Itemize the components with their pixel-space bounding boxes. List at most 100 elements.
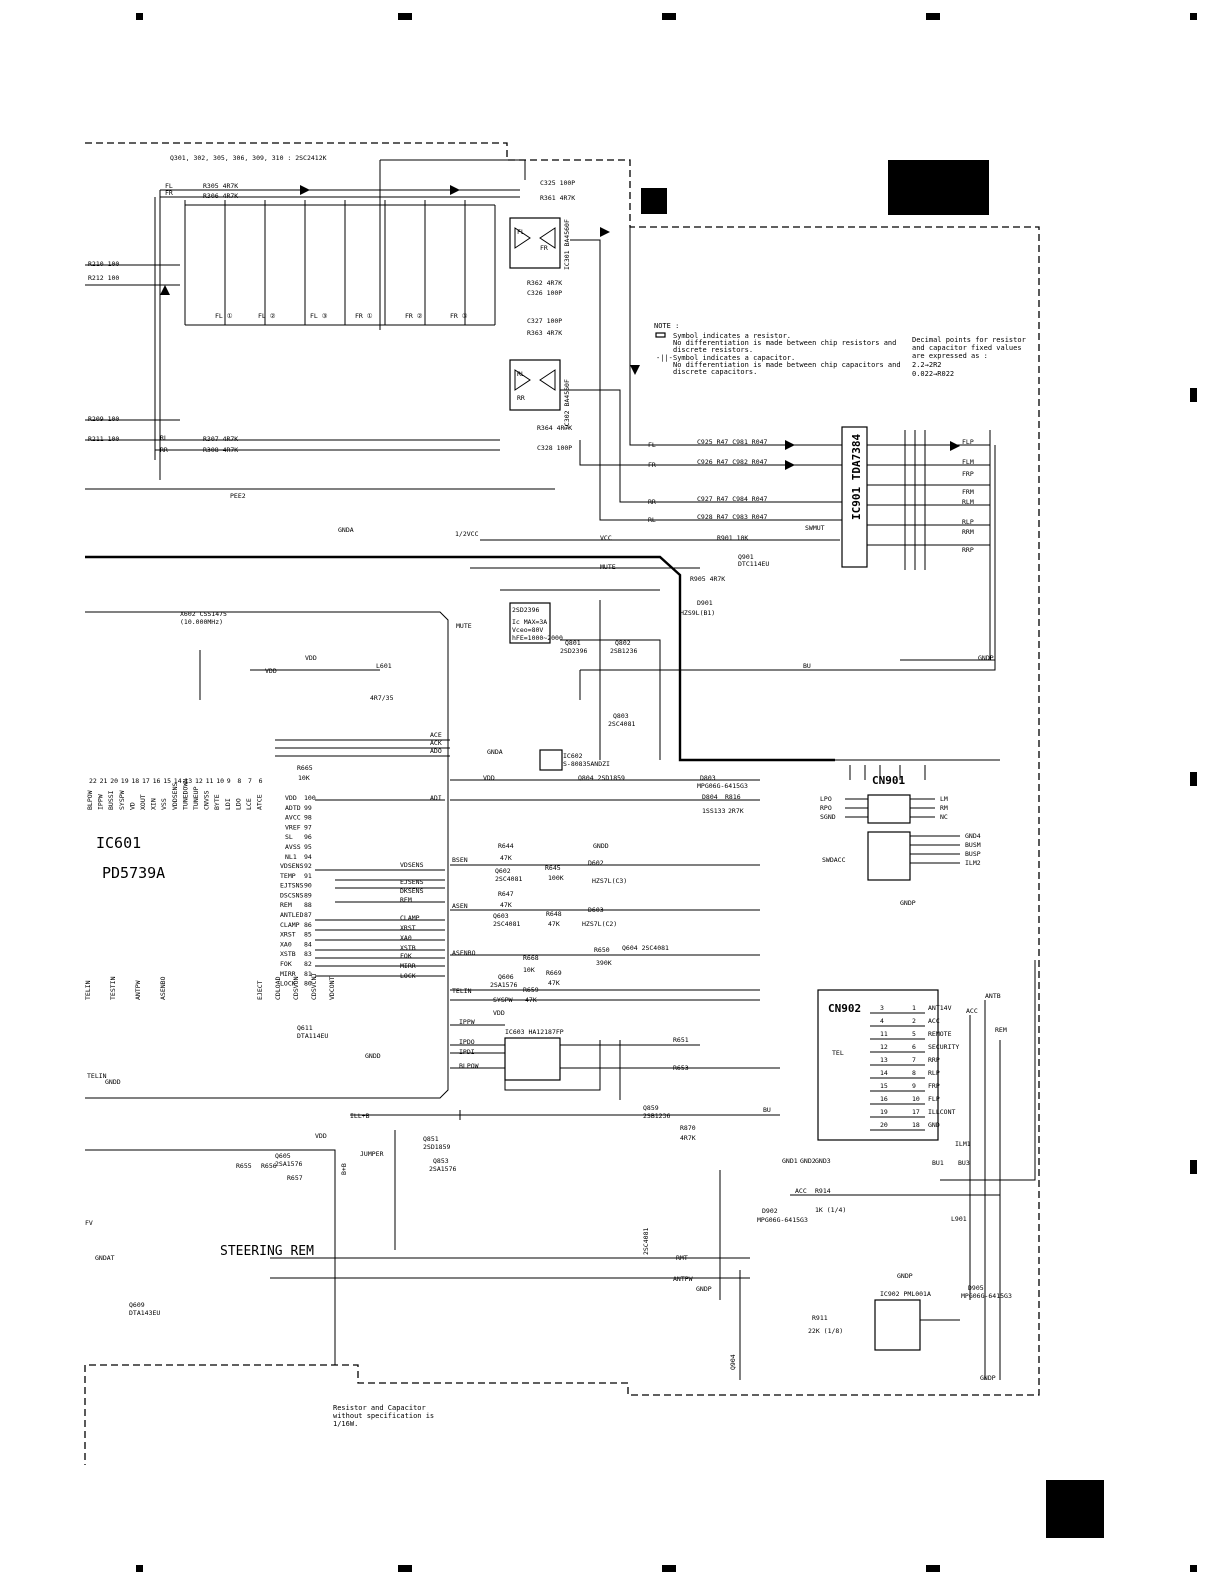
xrst-sig: XRST <box>400 924 416 932</box>
gnda-label: GNDA <box>338 526 354 534</box>
d804-label: D804 <box>702 793 718 801</box>
ic601-pin-label: LOCK <box>280 980 296 988</box>
ic301-label: IC301 BA4560F <box>563 219 571 270</box>
fr1-label: FR ① <box>355 312 373 320</box>
c926-label: C926 R47 C982 R047 <box>697 458 768 466</box>
rmt-label: RMT <box>676 1254 688 1262</box>
rrp-label: RRP <box>962 546 974 554</box>
ic601-pin-label: REM <box>280 901 292 909</box>
ic601-bottom-left-pin-number: 7 <box>248 777 252 785</box>
r644-label: R644 <box>498 842 514 850</box>
cn902-left-pin-number: 13 <box>880 1056 888 1064</box>
vdd-label-2: VDD <box>265 667 277 675</box>
ic601-bottom-left-pin-label: LCE <box>245 798 253 810</box>
c328-label: C328 100P <box>537 444 572 452</box>
ic601-bottom-left-pin-label: LDI <box>224 798 232 810</box>
pee2-label: PEE2 <box>230 492 246 500</box>
r211-label: R211 100 <box>88 435 119 443</box>
illb-label: ILL+B <box>350 1112 370 1120</box>
svg-text:FL: FL <box>517 228 525 236</box>
cn901-gnd-pin: ILM2 <box>965 859 981 867</box>
c327-label: C327 100P <box>527 317 562 325</box>
q803-label: Q803 <box>613 712 629 720</box>
fok-sig: FOK <box>400 952 412 960</box>
footer-note: Resistor and Capacitor without specifica… <box>333 1404 434 1428</box>
r669-val: 47K <box>548 979 560 987</box>
d905-label: D905 <box>968 1284 984 1292</box>
ic601-top-pin-number: 97 <box>304 823 312 831</box>
r363-label: R363 4R7K <box>527 329 562 337</box>
frm-label: FRM <box>962 488 974 496</box>
ic601-bottom-left-pin-label: SYSPW <box>118 790 126 810</box>
r668-val: 10K <box>523 966 535 974</box>
ic601-pin-label: XA0 <box>280 940 292 948</box>
ic601-top-pin-number: 98 <box>304 814 312 822</box>
footer-line-3: 1/16W. <box>333 1420 358 1428</box>
r306-label: R306 4R7K <box>203 192 238 200</box>
cn902-right-pin-number: 5 <box>912 1030 916 1038</box>
bu3-label: BU3 <box>958 1159 970 1167</box>
r870-label: R870 <box>680 1124 696 1132</box>
cn902-pin-name: SECURITY <box>928 1043 959 1051</box>
fl-label: FL <box>165 182 173 190</box>
gndp-ic902: GNDP <box>980 1374 996 1382</box>
ic603-label: IC603 HA12187FP <box>505 1028 564 1036</box>
r212-label: R212 100 <box>88 274 119 282</box>
blpow-label: BLPOW <box>459 1062 479 1070</box>
rem-sig: REM <box>400 896 412 904</box>
q606-label: Q606 <box>498 973 514 981</box>
frp-label: FRP <box>962 470 974 478</box>
rr-amp: RR <box>648 498 656 506</box>
ic601-top-pin-number: 95 <box>304 843 312 851</box>
note-resistor-1: Symbol indicates a resistor. <box>673 332 791 340</box>
r647-label: R647 <box>498 890 514 898</box>
cn902-left-pin-number: 11 <box>880 1030 888 1038</box>
hfe: hFE=1000~2000 <box>512 634 563 642</box>
l601-label: L601 <box>376 662 392 670</box>
d905-part: MPG06G-6415G3 <box>961 1292 1012 1300</box>
note-block: NOTE : Symbol indicates a resistor. No d… <box>654 322 1026 378</box>
fr2-label: FR ② <box>405 312 423 320</box>
ic601-pin-number: 90 <box>304 882 312 890</box>
ic601-pin-label: CLAMP <box>280 921 300 929</box>
xstb-sig: XSTB <box>400 944 416 952</box>
cn902-left-pin-number: 20 <box>880 1121 888 1129</box>
d901-part: HZS9L(B1) <box>680 609 715 617</box>
note-decimal-3: are expressed as : <box>912 352 988 360</box>
lock-sig: LOCK <box>400 972 416 980</box>
cn902-left-pin-number: 16 <box>880 1095 888 1103</box>
r656-label: R656 <box>261 1162 277 1170</box>
bu1-label: BU1 <box>932 1159 944 1167</box>
ic601-bottom-left-pin-number: 22 <box>89 777 97 785</box>
cn902-right-pin-number: 1 <box>912 1004 916 1012</box>
ic601-bottom-pin-label: ANTPW <box>134 980 142 1000</box>
cn902-left-pin-number: 15 <box>880 1082 888 1090</box>
ic601-top-pin-number: 100 <box>304 794 316 802</box>
q901-label: Q901 <box>738 553 754 561</box>
ado-label: ADO <box>430 747 442 755</box>
ic601-bottom-left-pin-number: 6 <box>259 777 263 785</box>
mute-label: MUTE <box>600 563 616 571</box>
ic902: IC902 PML001A ACC R914 1K (1/4) D902 MPG… <box>729 1187 1012 1382</box>
cn902-left-pin-number: 19 <box>880 1108 888 1116</box>
fr3-label: FR ③ <box>450 312 468 320</box>
svg-text:-||-: -||- <box>656 354 673 362</box>
ic601-name: IC601 <box>96 834 141 852</box>
ic601-pin-number: 80 <box>304 980 312 988</box>
cn901-gnd-pin: GND4 <box>965 832 981 840</box>
ic601-bottom-left-pin-number: 19 <box>121 777 129 785</box>
r669-label: R669 <box>546 969 562 977</box>
ic601-bottom-pin-label: ASENBO <box>159 976 167 1000</box>
cn902-pin-name: RLP <box>928 1069 940 1077</box>
cn901-right-pin: NC <box>940 813 948 821</box>
note-decimal-1: Decimal points for resistor <box>912 336 1026 344</box>
q605-label: Q605 <box>275 1152 291 1160</box>
ic601-bottom-left-pin-label: VD <box>128 802 136 810</box>
jumper-label: JUMPER <box>360 1150 384 1158</box>
ic-max: Ic MAX=3A <box>512 618 547 626</box>
cn902-pin-name: REMOTE <box>928 1030 952 1038</box>
q603-label: Q603 <box>493 912 509 920</box>
cn901-left-pin: RPO <box>820 804 832 812</box>
rr-label: RR <box>160 446 168 454</box>
